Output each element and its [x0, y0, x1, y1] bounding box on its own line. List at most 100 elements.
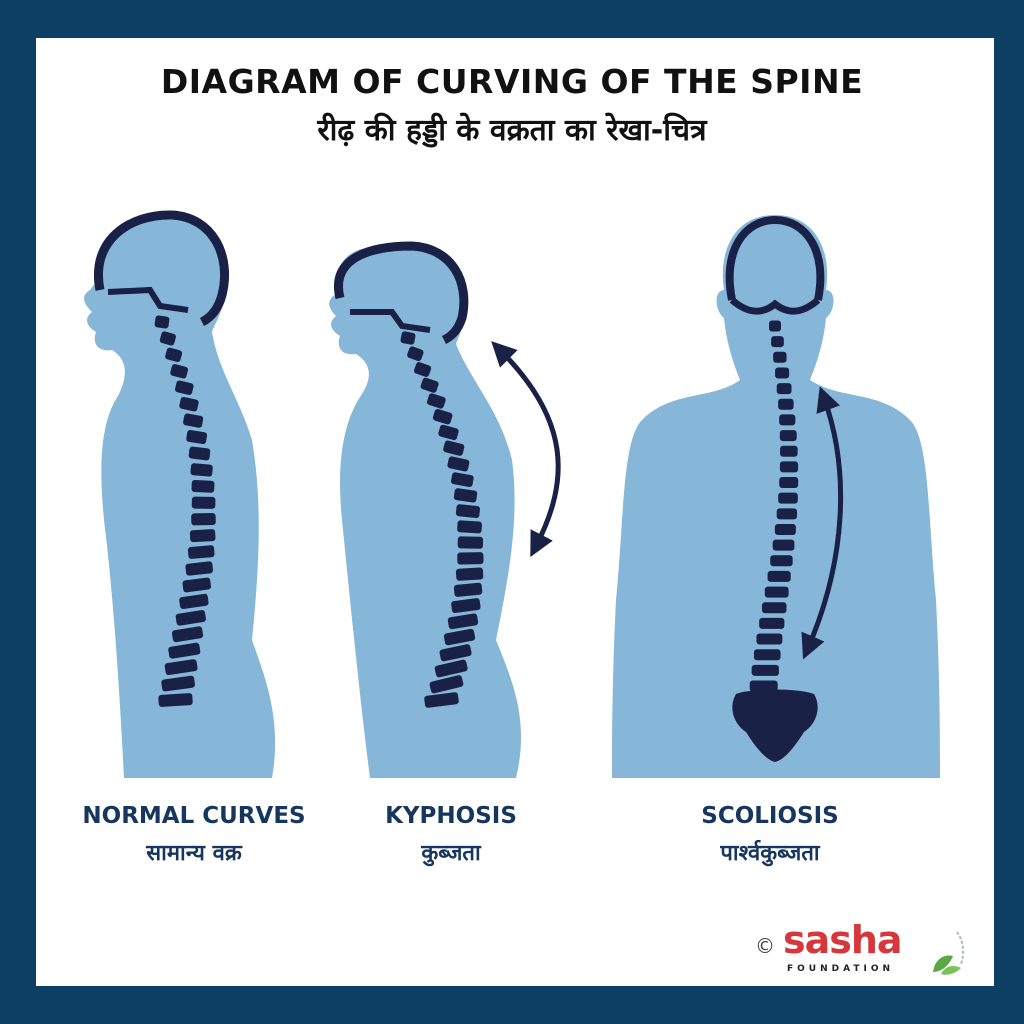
vertebra [185, 561, 214, 576]
leaf-icon [933, 931, 965, 975]
label-normal-curves-hindi: सामान्य वक्र [146, 841, 242, 866]
label-kyphosis-hindi: कुब्जता [421, 841, 481, 866]
vertebra [447, 613, 479, 630]
vertebra [413, 362, 432, 377]
normal-skull-outline [94, 210, 230, 327]
vertebra [759, 617, 785, 629]
vertebra [175, 610, 206, 626]
label-scoliosis-hindi: पार्श्वकुब्जता [720, 841, 820, 866]
diagram-title-hindi: रीढ़ की हड्डी के वक्रता का रेखा-चित्र [317, 113, 707, 148]
vertebra [175, 380, 194, 395]
vertebra [776, 383, 792, 395]
vertebra [764, 586, 789, 598]
vertebra [183, 413, 204, 428]
vertebra [780, 445, 798, 457]
vertebra [438, 424, 459, 441]
normal-spine-figure [84, 210, 276, 778]
label-normal-curves: NORMAL CURVES सामान्य वक्र [64, 803, 324, 867]
vertebra [775, 367, 790, 379]
vertebra [187, 545, 215, 559]
logo-tagline: FOUNDATION [787, 964, 895, 974]
label-scoliosis: SCOLIOSIS पार्श्वकुब्जता [640, 803, 900, 867]
vertebra [756, 633, 783, 645]
vertebra [455, 567, 484, 581]
vertebra [779, 414, 796, 426]
vertebra [778, 492, 798, 504]
vertebra [191, 513, 216, 526]
scoliosis-spine-figure [612, 215, 940, 778]
vertebra [159, 331, 176, 346]
vertebra [434, 659, 468, 678]
vertebra [161, 675, 195, 692]
vertebra [761, 602, 787, 614]
vertebra [439, 644, 472, 662]
vertebra [424, 692, 459, 708]
vertebra [168, 642, 201, 659]
vertebra [165, 347, 183, 363]
label-normal-curves-english: NORMAL CURVES [82, 803, 306, 829]
vertebra [191, 479, 215, 493]
kyphosis-skull-outline [334, 241, 469, 345]
kyphosis-body-silhouette [329, 245, 522, 778]
vertebra [400, 331, 416, 345]
vertebra [779, 461, 799, 473]
vertebra [753, 649, 781, 661]
vertebra [772, 539, 795, 551]
vertebra [188, 446, 211, 461]
vertebra [457, 552, 484, 565]
vertebra [171, 626, 204, 643]
copyright-symbol: © [755, 934, 775, 958]
vertebra [451, 472, 474, 488]
vertebra [420, 377, 439, 393]
vertebra [779, 477, 799, 489]
vertebra [767, 570, 791, 582]
vertebra [432, 409, 453, 425]
vertebra [407, 346, 424, 362]
vertebra [158, 693, 193, 707]
scoliosis-curve-arrow [801, 386, 844, 660]
vertebra [443, 628, 476, 646]
logo-name: sasha [783, 918, 903, 962]
vertebra [776, 508, 798, 520]
kyphosis-vertebrae [400, 331, 484, 708]
vertebra [190, 463, 213, 477]
vertebra [453, 582, 483, 597]
vertebra [455, 504, 480, 519]
vertebra [179, 593, 209, 609]
kyphosis-skull-base [350, 309, 431, 333]
vertebra [447, 456, 470, 472]
scoliosis-skull-outline [725, 215, 825, 301]
label-kyphosis-english: KYPHOSIS [385, 803, 517, 829]
vertebra [751, 664, 779, 676]
vertebra [154, 315, 170, 329]
vertebra [179, 396, 199, 412]
vertebra [426, 393, 446, 409]
vertebra [779, 430, 797, 442]
vertebra [769, 320, 781, 332]
vertebra [453, 488, 478, 503]
vertebra [771, 336, 784, 348]
scoliosis-vertebrae [749, 320, 799, 692]
vertebra [429, 675, 464, 694]
vertebra [186, 430, 208, 445]
kyphosis-curve-arrow [491, 341, 561, 558]
normal-body-silhouette [84, 214, 276, 778]
label-kyphosis: KYPHOSIS कुब्जता [321, 803, 581, 867]
normal-skull-base [107, 286, 189, 313]
kyphosis-spine-figure [329, 241, 561, 778]
vertebra [457, 536, 484, 549]
vertebra [170, 364, 189, 379]
vertebra [770, 555, 793, 567]
vertebra [443, 440, 465, 456]
diagram-title: DIAGRAM OF CURVING OF THE SPINE [160, 62, 864, 101]
vertebra [191, 496, 216, 509]
vertebra [778, 398, 794, 410]
label-scoliosis-english: SCOLIOSIS [701, 803, 839, 829]
vertebra [182, 577, 212, 593]
vertebra [189, 529, 216, 543]
scoliosis-skull-base [729, 297, 821, 315]
vertebra [457, 520, 482, 534]
vertebra [774, 523, 796, 535]
sasha-foundation-logo: © sasha FOUNDATION [755, 918, 975, 984]
